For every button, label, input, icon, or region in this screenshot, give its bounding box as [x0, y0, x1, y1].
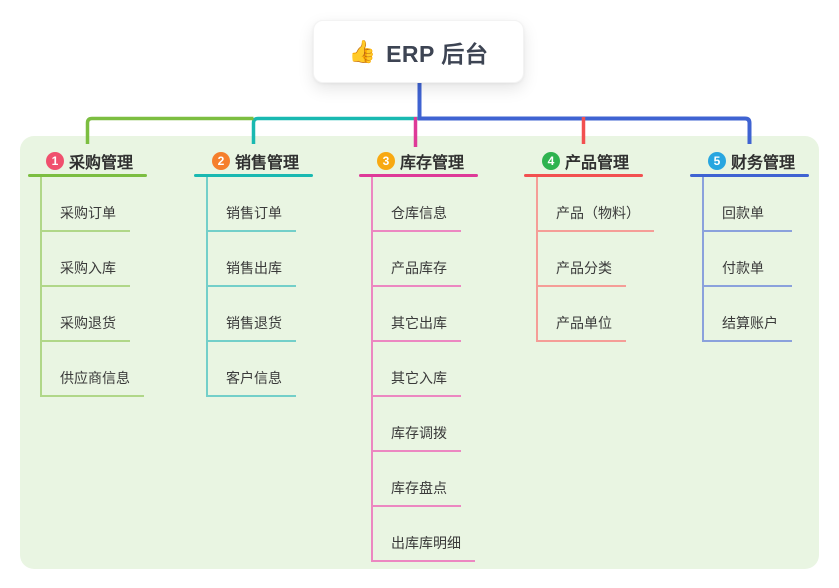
- child-label: 采购退货: [60, 315, 116, 331]
- child-item: 付款单: [704, 232, 792, 287]
- connector-finance: [417, 80, 752, 144]
- branch-badge: 4: [542, 152, 560, 170]
- branch-children: 回款单付款单结算账户: [702, 177, 809, 342]
- child-label: 供应商信息: [60, 370, 130, 386]
- child-item: 其它出库: [373, 287, 461, 342]
- child-label: 库存调拨: [391, 425, 447, 441]
- branch-sales: 2 销售管理 销售订单销售出库销售退货客户信息: [194, 146, 313, 397]
- child-item: 回款单: [704, 177, 792, 232]
- branch-children: 仓库信息产品库存其它出库其它入库库存调拨库存盘点出库库明细: [371, 177, 478, 562]
- child-item: 销售订单: [208, 177, 296, 232]
- child-item: 仓库信息: [373, 177, 461, 232]
- child-item: 客户信息: [208, 342, 296, 397]
- child-label: 回款单: [722, 205, 764, 221]
- branch-children: 产品（物料） 产品分类产品单位: [536, 177, 654, 342]
- child-label: 库存盘点: [391, 480, 447, 496]
- branch-label: 销售管理: [235, 155, 300, 172]
- branch-header: 4 产品管理: [542, 148, 643, 174]
- child-label: 产品分类: [556, 260, 612, 276]
- child-label: 产品单位: [556, 315, 612, 331]
- branch-children: 采购订单采购入库采购退货供应商信息: [40, 177, 147, 397]
- child-item: 采购退货: [42, 287, 130, 342]
- branch-badge: 1: [46, 152, 64, 170]
- branch-underline: [28, 174, 147, 177]
- child-item: 产品单位: [538, 287, 626, 342]
- root-node: 👍 ERP 后台: [313, 20, 524, 83]
- child-item: 供应商信息: [42, 342, 144, 397]
- branch-inventory: 3 库存管理 仓库信息产品库存其它出库其它入库库存调拨库存盘点出库库明细: [359, 146, 478, 562]
- child-label: 销售出库: [226, 260, 282, 276]
- child-item: 出库库明细: [373, 507, 475, 562]
- branch-badge: 2: [212, 152, 230, 170]
- branch-label: 产品管理: [565, 155, 630, 172]
- branch-purchase: 1 采购管理 采购订单采购入库采购退货供应商信息: [28, 146, 147, 397]
- branch-children: 销售订单销售出库销售退货客户信息: [206, 177, 313, 397]
- child-label: 产品库存: [391, 260, 447, 276]
- branch-label: 库存管理: [400, 155, 465, 172]
- child-label: 结算账户: [722, 315, 778, 331]
- branch-badge: 3: [377, 152, 395, 170]
- child-label: 仓库信息: [391, 205, 447, 221]
- branch-underline: [690, 174, 809, 177]
- root-label: ERP 后台: [386, 40, 489, 67]
- child-item: 库存调拨: [373, 397, 461, 452]
- branch-underline: [194, 174, 313, 177]
- child-item: 采购订单: [42, 177, 130, 232]
- branch-header: 1 采购管理: [46, 148, 147, 174]
- child-label: 采购入库: [60, 260, 116, 276]
- child-label: 其它出库: [391, 315, 447, 331]
- branch-label: 财务管理: [731, 155, 796, 172]
- child-item: 采购入库: [42, 232, 130, 287]
- child-item: 库存盘点: [373, 452, 461, 507]
- child-label: 产品（物料）: [556, 205, 640, 221]
- child-item: 其它入库: [373, 342, 461, 397]
- child-label: 出库库明细: [391, 535, 461, 551]
- child-label: 客户信息: [226, 370, 282, 386]
- thumbs-up-icon: 👍: [348, 38, 377, 64]
- child-item: 产品分类: [538, 232, 626, 287]
- branch-product: 4 产品管理 产品（物料） 产品分类产品单位: [524, 146, 654, 342]
- branch-label: 采购管理: [69, 155, 134, 172]
- branch-underline: [359, 174, 478, 177]
- branch-underline: [524, 174, 643, 177]
- child-label: 采购订单: [60, 205, 116, 221]
- child-label: 付款单: [722, 260, 764, 276]
- child-item: 结算账户: [704, 287, 792, 342]
- child-item: 产品库存: [373, 232, 461, 287]
- branch-finance: 5 财务管理 回款单付款单结算账户: [690, 146, 809, 342]
- child-item: 销售出库: [208, 232, 296, 287]
- branch-badge: 5: [708, 152, 726, 170]
- branch-header: 3 库存管理: [377, 148, 478, 174]
- child-label: 其它入库: [391, 370, 447, 386]
- branches-panel: [20, 136, 819, 569]
- child-item: 销售退货: [208, 287, 296, 342]
- branch-header: 2 销售管理: [212, 148, 313, 174]
- child-item: 产品（物料）: [538, 177, 654, 232]
- child-label: 销售退货: [226, 315, 282, 331]
- branch-header: 5 财务管理: [708, 148, 809, 174]
- child-label: 销售订单: [226, 205, 282, 221]
